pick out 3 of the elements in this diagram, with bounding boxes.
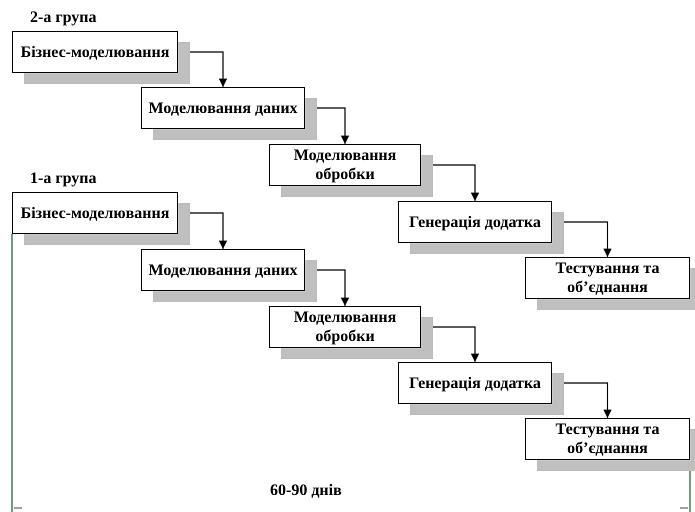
dimension-label: 60-90 днів xyxy=(270,482,342,500)
group-heading: 2-а група xyxy=(30,9,96,27)
group-heading: 1-а група xyxy=(30,170,96,188)
